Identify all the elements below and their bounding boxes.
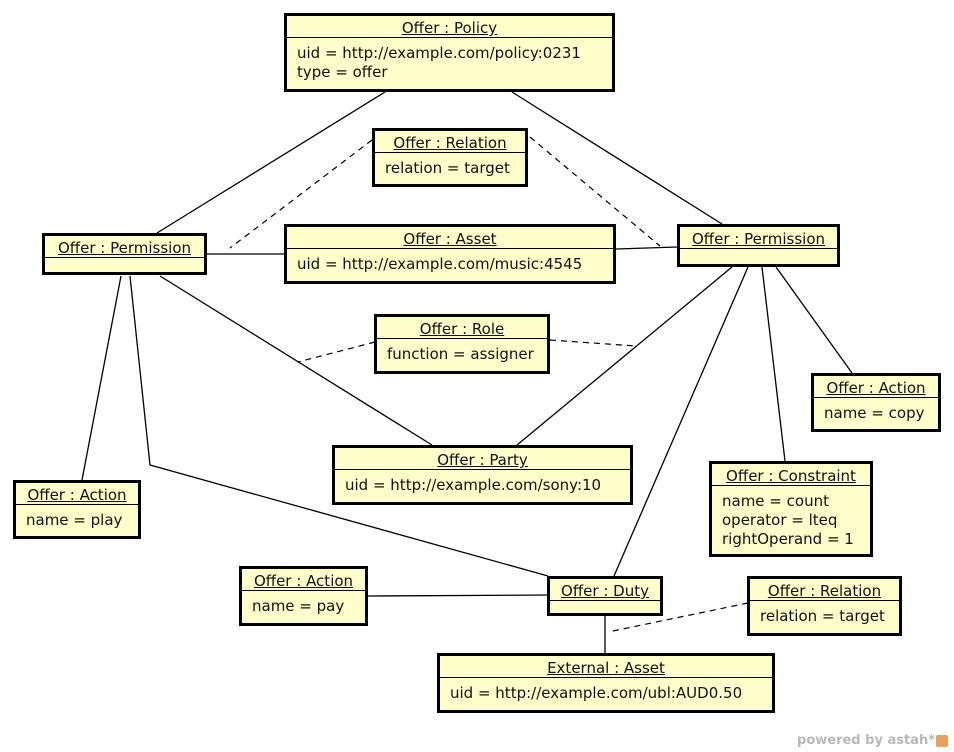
object-attributes: name = play — [16, 505, 138, 530]
asset-object[interactable]: Offer : Asset uid = http://example.com/m… — [284, 224, 616, 284]
object-attributes: uid = http://example.com/policy:0231 typ… — [287, 38, 612, 82]
link-permission-left-party — [159, 275, 433, 446]
object-title: Offer : Relation — [750, 579, 899, 601]
permission-left-object[interactable]: Offer : Permission — [42, 233, 207, 275]
attribute: type = offer — [297, 63, 388, 81]
object-attributes: name = copy — [814, 398, 938, 423]
party-object[interactable]: Offer : Party uid = http://example.com/s… — [332, 445, 633, 505]
object-title: Offer : Duty — [550, 579, 660, 601]
constraint-object[interactable]: Offer : Constraint name = count operator… — [709, 461, 873, 557]
link-permission-left-action-play — [81, 275, 122, 481]
attribute: name = count — [722, 492, 829, 510]
relation-bottom-object[interactable]: Offer : Relation relation = target — [747, 576, 902, 636]
watermark: powered by astah* — [797, 733, 948, 748]
attribute: uid = http://example.com/ubl:AUD0.50 — [450, 684, 743, 702]
object-title: Offer : Asset — [287, 227, 613, 249]
dashed-role-left — [297, 341, 376, 363]
object-title: Offer : Constraint — [712, 464, 870, 486]
policy-object[interactable]: Offer : Policy uid = http://example.com/… — [284, 13, 615, 92]
attribute: name = play — [26, 511, 123, 529]
relation-top-object[interactable]: Offer : Relation relation = target — [372, 128, 528, 187]
dashed-relation-top-left — [229, 139, 373, 249]
object-attributes: name = pay — [242, 591, 365, 616]
object-title: Offer : Action — [242, 569, 365, 591]
attribute: name = pay — [252, 597, 345, 615]
object-attributes: function = assigner — [377, 339, 547, 364]
action-pay-object[interactable]: Offer : Action name = pay — [239, 566, 368, 626]
dashed-role-right — [549, 339, 637, 347]
watermark-text: powered by astah* — [797, 733, 935, 748]
object-title: Offer : Action — [814, 376, 938, 398]
link-asset-permission-right — [615, 246, 678, 250]
link-permission-right-action-copy — [775, 266, 853, 374]
attribute: operator = lteq — [722, 511, 838, 529]
object-title: Offer : Role — [377, 317, 547, 339]
object-attributes — [680, 249, 837, 253]
link-action-pay-duty — [367, 594, 549, 597]
object-title: Offer : Action — [16, 483, 138, 505]
external-asset-object[interactable]: External : Asset uid = http://example.co… — [437, 653, 775, 713]
attribute: function = assigner — [387, 345, 534, 363]
link-permission-right-party — [516, 266, 733, 446]
role-object[interactable]: Offer : Role function = assigner — [374, 314, 550, 374]
object-title: External : Asset — [440, 656, 772, 678]
action-copy-object[interactable]: Offer : Action name = copy — [811, 373, 941, 432]
dashed-relation-bottom — [607, 602, 749, 633]
attribute: name = copy — [824, 404, 925, 422]
object-attributes: relation = target — [750, 601, 899, 626]
object-title: Offer : Permission — [45, 236, 204, 258]
link-permission-right-duty — [613, 266, 749, 577]
attribute: uid = http://example.com/sony:10 — [345, 476, 602, 494]
object-attributes: relation = target — [375, 153, 525, 178]
object-title: Offer : Permission — [680, 227, 837, 249]
link-policy-permission-right — [511, 91, 723, 225]
object-attributes: uid = http://example.com/ubl:AUD0.50 — [440, 678, 772, 703]
link-permission-left-duty — [129, 275, 549, 577]
object-title: Offer : Party — [335, 448, 630, 470]
attribute: rightOperand = 1 — [722, 530, 854, 548]
object-attributes: uid = http://example.com/music:4545 — [287, 249, 613, 274]
attribute: uid = http://example.com/music:4545 — [297, 255, 583, 273]
object-title: Offer : Policy — [287, 16, 612, 38]
object-attributes: name = count operator = lteq rightOperan… — [712, 486, 870, 549]
action-play-object[interactable]: Offer : Action name = play — [13, 480, 141, 539]
link-policy-permission-left — [156, 91, 386, 234]
object-attributes — [550, 601, 660, 605]
object-attributes — [45, 258, 204, 262]
object-title: Offer : Relation — [375, 131, 525, 153]
astah-logo-icon — [936, 734, 948, 747]
attribute: relation = target — [385, 159, 510, 177]
link-permission-right-constraint — [761, 266, 786, 462]
attribute: uid = http://example.com/policy:0231 — [297, 44, 581, 62]
object-attributes: uid = http://example.com/sony:10 — [335, 470, 630, 495]
attribute: relation = target — [760, 607, 885, 625]
duty-object[interactable]: Offer : Duty — [547, 576, 663, 616]
permission-right-object[interactable]: Offer : Permission — [677, 224, 840, 267]
